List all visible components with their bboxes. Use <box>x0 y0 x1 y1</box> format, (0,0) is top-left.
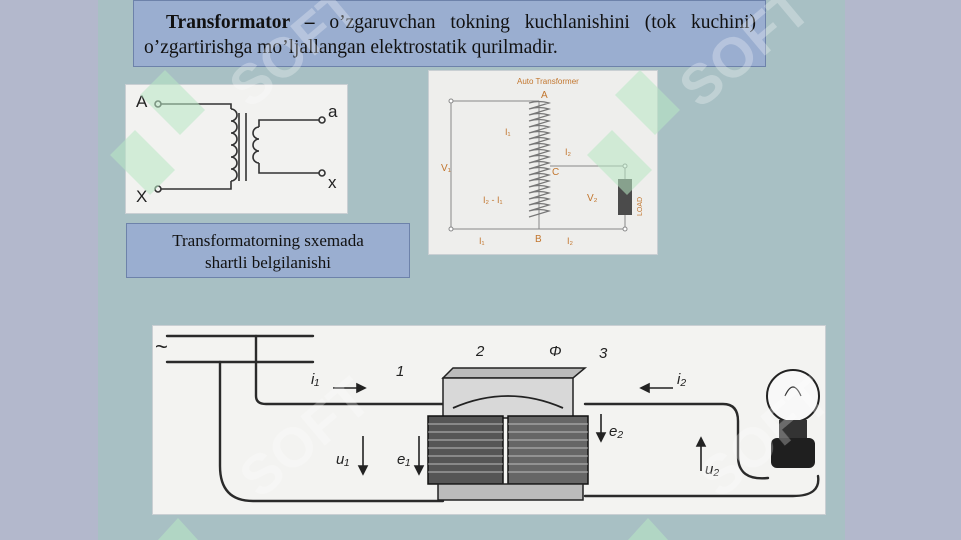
auto-transformer-diagram: Auto Transformer LOAD A B C V₁ V₂ I₁ I₂ … <box>441 77 644 246</box>
label-I1-top: I₁ <box>505 127 511 137</box>
node-B: B <box>535 234 542 245</box>
light-bulb-icon <box>766 369 820 468</box>
terminal-A: A <box>136 92 148 111</box>
label-2: 2 <box>475 343 485 360</box>
terminal-a: a <box>328 102 338 121</box>
title-definition: o’zgaruvchan tokning kuchlanishini (tok … <box>144 12 756 58</box>
right-margin <box>845 0 961 540</box>
caption-box: Transformatorning sxemada shartli belgil… <box>126 223 410 278</box>
transformer-drawing-panel: ~ <box>152 325 826 515</box>
ac-source-symbol: ~ <box>155 334 168 359</box>
label-phi: Φ <box>549 343 562 360</box>
label-u1: u₁ <box>336 451 349 468</box>
auto-transformer-title: Auto Transformer <box>517 77 579 86</box>
label-V2: V₂ <box>587 193 598 204</box>
left-margin <box>0 0 98 540</box>
node-C: C <box>552 167 559 178</box>
transformer-symbol: A X a x <box>136 92 338 206</box>
title-term: Transformator – <box>166 12 315 33</box>
load-resistor <box>618 179 632 215</box>
label-3: 3 <box>599 345 608 362</box>
terminal-x: x <box>328 173 337 192</box>
label-I2-right: I₂ <box>565 147 572 157</box>
label-e1: e₁ <box>397 451 410 468</box>
transformer-symbol-panel: A X a x <box>125 84 348 214</box>
caption-line-2: shartli belgilanishi <box>204 253 332 272</box>
transformer-core <box>427 367 589 501</box>
label-e2: e₂ <box>609 423 623 440</box>
label-I2-bottom: I₂ <box>567 236 574 246</box>
label-i1: i₁ <box>311 371 319 388</box>
node-A: A <box>541 90 548 101</box>
label-I1-bottom: I₁ <box>479 236 485 246</box>
caption-line-1: Transformatorning sxemada <box>172 231 364 250</box>
transformer-drawing: ~ <box>155 334 820 503</box>
label-1: 1 <box>396 363 404 380</box>
label-i2: i₂ <box>677 371 686 388</box>
label-u2: u₂ <box>705 461 719 478</box>
title-box: Transformator – o’zgaruvchan tokning kuc… <box>133 0 766 67</box>
terminal-X: X <box>136 187 147 206</box>
load-label: LOAD <box>637 197 644 216</box>
auto-transformer-panel: Auto Transformer LOAD A B C V₁ V₂ I₁ I₂ … <box>428 70 658 255</box>
label-V1: V₁ <box>441 163 452 174</box>
label-I2-minus-I1: I₂ - I₁ <box>483 195 503 205</box>
